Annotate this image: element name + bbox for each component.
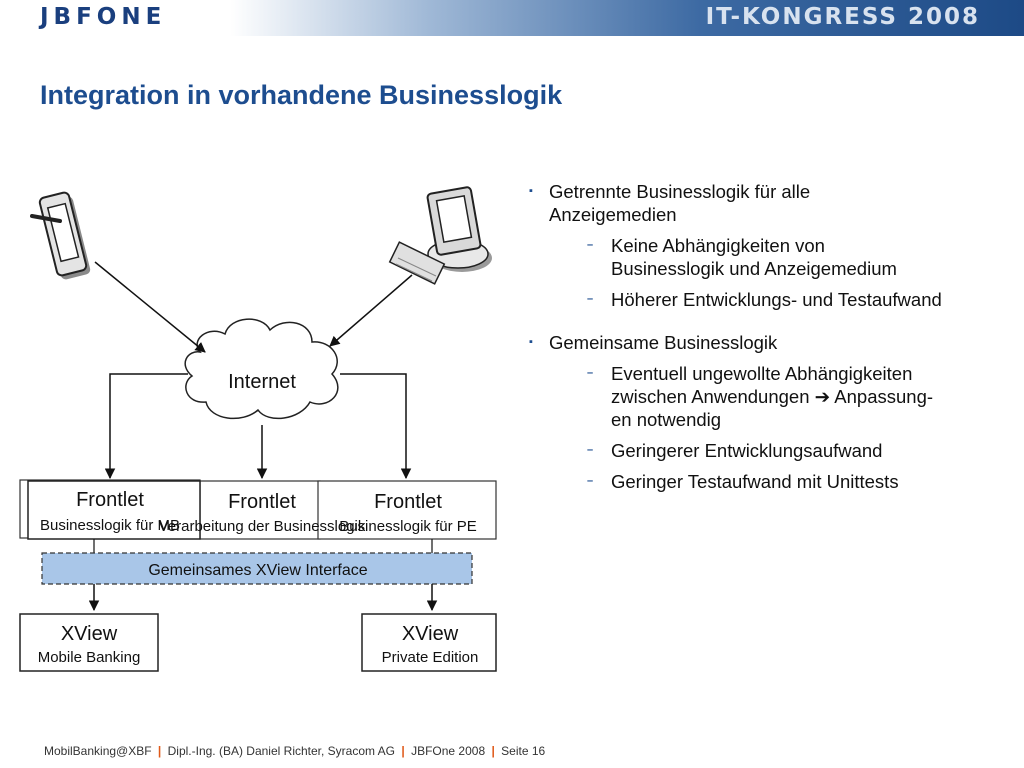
pda-icon (30, 191, 91, 280)
frontlet-left-subtitle: Businesslogik für MB (40, 517, 180, 534)
frontlet-left-title: Frontlet (76, 489, 144, 511)
pc-to-cloud-arrow (329, 274, 413, 347)
sub-bullet-item: – Keine Abhängigkeiten von Businesslogik… (549, 234, 997, 280)
sub-bullet-text: Geringerer Entwicklungsaufwand (611, 440, 883, 461)
sub-bullet-item: – Eventuell ungewollte Abhängigkeiten zw… (549, 362, 997, 431)
footer-text: MobilBanking@XBF (44, 744, 152, 758)
bullet-list: ▪ Getrennte Businesslogik für alle Anzei… (527, 180, 997, 509)
xview-private-edition-box (361, 613, 497, 672)
sub-bullet-item: – Geringerer Entwicklungsaufwand (549, 439, 997, 462)
sub-bullet-text: Geringer Testaufwand mit Unittests (611, 471, 899, 492)
frontlet-right-subtitle: Businesslogik für PE (339, 518, 477, 535)
header-bar: JBFONE IT-KONGRESS 2008 (0, 0, 1024, 36)
footer-page-number: Seite 16 (501, 744, 546, 758)
pda-to-cloud-arrow (94, 261, 206, 353)
event-title: IT-KONGRESS 2008 (705, 4, 980, 30)
xview-left-subtitle: Mobile Banking (38, 649, 141, 666)
dash-marker: – (587, 367, 594, 379)
xview-right-subtitle: Private Edition (382, 649, 479, 666)
dash-marker: – (587, 293, 594, 305)
cloud-to-right-arrow (340, 373, 412, 480)
sub-bullet-text-part: Anpassung- (834, 386, 934, 407)
internet-label: Internet (228, 371, 296, 393)
footer-separator: | (491, 744, 495, 758)
slide-footer: MobilBanking@XBF | Dipl.-Ing. (BA) Danie… (44, 744, 545, 758)
dash-marker: – (587, 239, 594, 251)
sub-bullet-text-part: zwischen Anwendungen (611, 386, 810, 407)
bullet-marker: ▪ (529, 336, 533, 348)
xview-left-title: XView (61, 623, 118, 645)
xview-mobile-banking-box (19, 613, 159, 672)
sub-bullet-text: Eventuell ungewollte Abhängigkeiten (611, 363, 913, 384)
sub-bullet-item: – Höherer Entwicklungs- und Testaufwand (549, 288, 997, 311)
sub-bullet-text: Businesslogik und Anzeigemedium (611, 258, 897, 279)
sub-bullet-text: Höherer Entwicklungs- und Testaufwand (611, 289, 942, 310)
sub-bullet-text: Keine Abhängigkeiten von (611, 235, 825, 256)
xview-right-title: XView (402, 623, 459, 645)
sub-bullet-text: en notwendig (611, 409, 722, 430)
architecture-diagram: Internet Frontlet Verarbeitung der Busin… (19, 186, 497, 672)
cloud-to-left-arrow (104, 373, 188, 480)
frontlet-right-box (317, 480, 497, 540)
frontlet-center-subtitle: Verarbeitung der Businesslogik (159, 518, 366, 535)
slide-title: Integration in vorhandene Businesslogik (40, 80, 563, 110)
footer-separator: | (401, 744, 405, 758)
bullet-item: ▪ Gemeinsame Businesslogik – Eventuell u… (527, 331, 997, 493)
sub-bullet-item: – Geringer Testaufwand mit Unittests (549, 470, 997, 493)
bullet-item: ▪ Getrennte Businesslogik für alle Anzei… (527, 180, 997, 311)
right-arrow-icon: ➔ (814, 386, 831, 407)
bullet-marker: ▪ (529, 185, 533, 197)
bullet-text: Gemeinsame Businesslogik (549, 332, 778, 353)
bullet-text: Anzeigemedien (549, 204, 677, 225)
bullet-text: Getrennte Businesslogik für alle (549, 181, 811, 202)
dash-marker: – (587, 475, 594, 487)
footer-separator: | (157, 744, 162, 758)
dash-marker: – (587, 444, 594, 456)
frontlet-center-title: Frontlet (228, 491, 296, 513)
internet-cloud (184, 318, 339, 420)
sub-bullet-text: zwischen Anwendungen ➔ Anpassung- (611, 385, 997, 408)
frontlet-left-box (27, 480, 201, 540)
xview-interface-label: Gemeinsames XView Interface (148, 562, 367, 579)
xview-interface-bar (41, 552, 473, 585)
desktop-computer-icon (388, 186, 492, 285)
footer-text: JBFOne 2008 (411, 744, 486, 758)
jbfone-logo: JBFONE (40, 4, 167, 30)
frontlet-right-title: Frontlet (374, 491, 442, 513)
footer-text: Dipl.-Ing. (BA) Daniel Richter, Syracom … (167, 744, 396, 758)
